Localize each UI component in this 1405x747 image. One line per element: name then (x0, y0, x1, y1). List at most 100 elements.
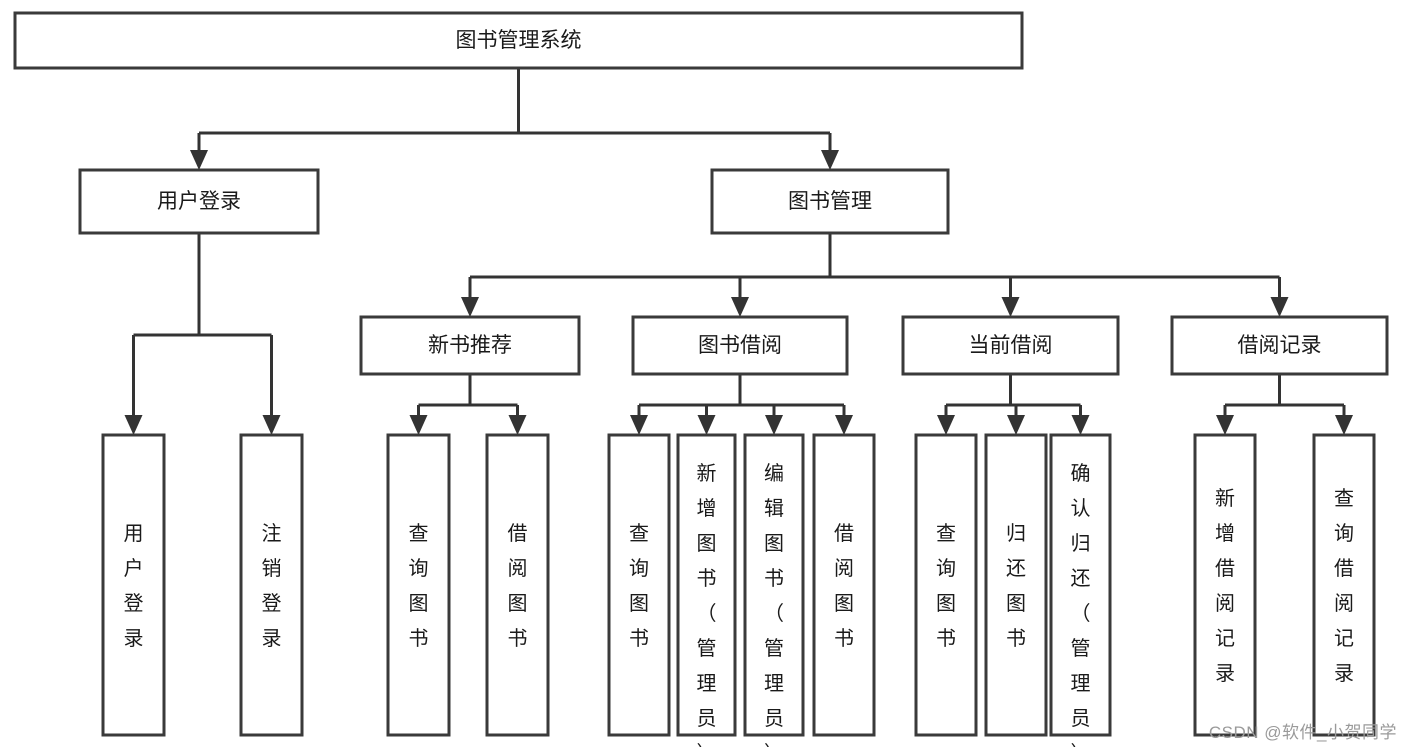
node-label-char: 登 (124, 592, 144, 615)
node-box[interactable] (607, 433, 671, 737)
node-box[interactable] (485, 433, 550, 737)
node-label-char: 编 (764, 462, 784, 485)
node-label-char: 询 (629, 557, 649, 580)
node-label-char: 辑 (764, 497, 784, 520)
node-box[interactable] (359, 315, 581, 376)
node-box[interactable] (676, 433, 737, 737)
watermark-label: CSDN @软件_小贺同学 (1208, 723, 1397, 742)
arrow-head (765, 415, 783, 435)
node-label: 用户登录 (157, 190, 241, 213)
node-label-char: 录 (262, 628, 282, 650)
node-box[interactable] (743, 433, 805, 737)
node-label-char: 理 (1071, 673, 1091, 695)
node-box[interactable] (386, 433, 451, 737)
node-label-char: 注 (262, 522, 282, 545)
arrow-head (835, 415, 853, 435)
node-box[interactable] (13, 11, 1024, 70)
node-label-char: 书 (629, 627, 649, 650)
node-label-char: 书 (936, 627, 956, 650)
node-box[interactable] (78, 168, 320, 235)
node-borrow-record[interactable]: 借阅记录 (1170, 315, 1389, 376)
node-box[interactable] (710, 168, 950, 235)
arrow-head (508, 415, 527, 435)
node-label-char: 阅 (1215, 592, 1235, 615)
node-book-manage[interactable]: 图书管理 (710, 168, 950, 235)
node-label-char: 管 (697, 637, 717, 660)
node-label-char: 借 (1215, 557, 1235, 580)
node-box[interactable] (239, 433, 304, 737)
node-box[interactable] (101, 433, 166, 737)
arrow-head (1001, 297, 1020, 317)
node-current-borrow[interactable]: 当前借阅 (901, 315, 1120, 376)
node-user-login[interactable]: 用户登录 (78, 168, 320, 235)
node-label-char: 理 (697, 673, 717, 695)
arrow-head (1270, 297, 1289, 317)
node-leaf-user-login[interactable]: 用户登录 (101, 433, 166, 737)
node-label-char: 销 (262, 557, 282, 580)
node-label: 新书推荐 (428, 334, 512, 357)
node-label-char: 理 (764, 673, 784, 695)
node-new-book-rec[interactable]: 新书推荐 (359, 315, 581, 376)
node-box[interactable] (984, 433, 1048, 737)
arrow-head (262, 415, 281, 435)
node-box[interactable] (631, 315, 849, 376)
node-book-borrow[interactable]: 图书借阅 (631, 315, 849, 376)
node-label-char: 用 (124, 523, 144, 545)
node-label-char: 增 (697, 497, 717, 520)
node-label-char: （ (1071, 602, 1091, 625)
arrow-head (1216, 415, 1234, 435)
node-label-char: 认 (1071, 497, 1091, 520)
node-label-char: 书 (697, 567, 717, 590)
node-label-char: 管 (1071, 637, 1091, 660)
node-label-char: 新 (697, 462, 717, 485)
arrow-head (1071, 415, 1090, 435)
node-root[interactable]: 图书管理系统 (13, 11, 1024, 70)
node-label-char: 图 (834, 593, 854, 615)
node-box[interactable] (914, 433, 978, 737)
node-label-char: 增 (1215, 522, 1235, 545)
node-label-char: 记 (1334, 627, 1354, 650)
node-label-char: 归 (1006, 522, 1026, 545)
node-label-char: 图 (936, 593, 956, 615)
node-box[interactable] (1049, 433, 1112, 737)
node-box[interactable] (1312, 433, 1376, 737)
node-label-char: 录 (124, 628, 144, 650)
node-label-char: 图 (409, 593, 429, 615)
arrow-head (190, 150, 208, 170)
node-label-char: （ (764, 602, 784, 625)
node-label-char: 阅 (1334, 592, 1354, 615)
node-label-char: 归 (1071, 532, 1091, 555)
node-label-char: 录 (1215, 663, 1235, 685)
node-label-char: 员 (764, 708, 784, 730)
node-label-char: ） (697, 742, 717, 747)
node-label-char: 借 (834, 522, 854, 545)
node-box[interactable] (1170, 315, 1389, 376)
node-box[interactable] (812, 433, 876, 737)
node-box[interactable] (901, 315, 1120, 376)
node-label-char: 图 (764, 533, 784, 555)
node-label-char: 查 (936, 522, 956, 545)
node-label-char: 书 (764, 567, 784, 590)
node-label-char: 图 (629, 593, 649, 615)
node-box[interactable] (1193, 433, 1257, 737)
arrow-head (1007, 415, 1025, 435)
node-label-char: （ (697, 602, 717, 625)
arrow-head (731, 297, 749, 317)
node-label: 图书管理 (788, 190, 872, 213)
node-label-char: ） (1071, 742, 1091, 747)
node-label-char: 借 (508, 522, 528, 545)
